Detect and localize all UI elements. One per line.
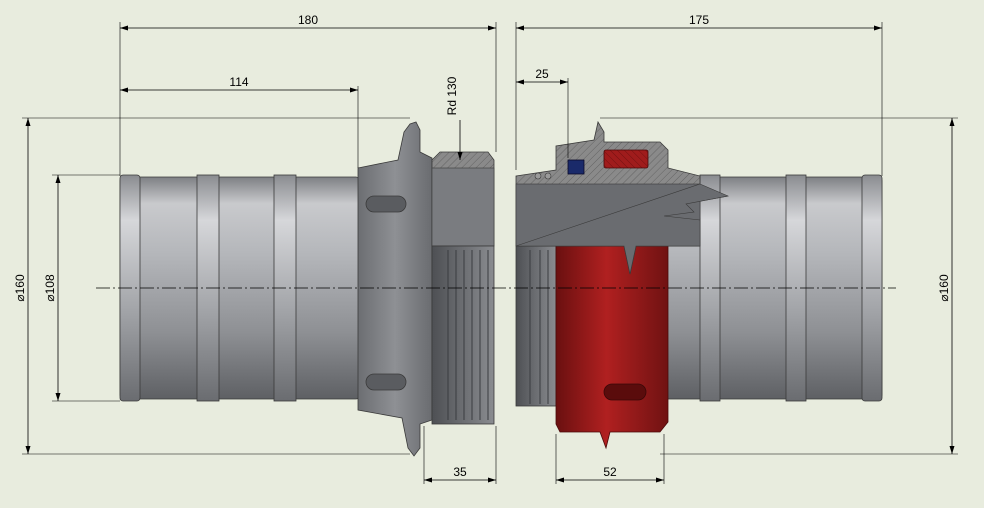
right-inner-body: [515, 245, 557, 407]
dimension-arrows: [25, 25, 955, 483]
dimension-lines: [22, 22, 958, 484]
right-ball-1: [534, 172, 542, 180]
right-red-nut-section: [603, 149, 649, 169]
left-cast-body: [357, 121, 433, 457]
right-inner-grooves: [529, 250, 549, 404]
right-seal-ring: [567, 159, 585, 175]
dim-label-180: 180: [298, 13, 318, 27]
right-red-nut: [555, 245, 669, 450]
dim-label-175: 175: [689, 13, 709, 27]
dim-label-52: 52: [603, 465, 617, 479]
dim-label-dia108: ⌀108: [43, 274, 57, 302]
dim-label-rd130: Rd 130: [445, 76, 459, 115]
left-thread-view: [431, 245, 495, 425]
left-coupling: [119, 121, 495, 457]
dim-label-25: 25: [535, 67, 549, 81]
right-tail-section-break: [515, 183, 730, 275]
dim-label-dia160-left: ⌀160: [13, 274, 27, 302]
right-coupling: [515, 120, 883, 450]
left-lug-bottom: [365, 373, 407, 391]
right-nut-lug: [603, 383, 647, 401]
left-thread-grooves: [447, 250, 489, 420]
dim-label-114: 114: [229, 75, 248, 89]
left-lug-top: [365, 195, 407, 213]
dim-label-dia160-right: ⌀160: [937, 274, 951, 302]
left-thread-body: [431, 167, 495, 247]
right-ball-2: [544, 172, 552, 180]
dim-label-35: 35: [453, 465, 467, 479]
